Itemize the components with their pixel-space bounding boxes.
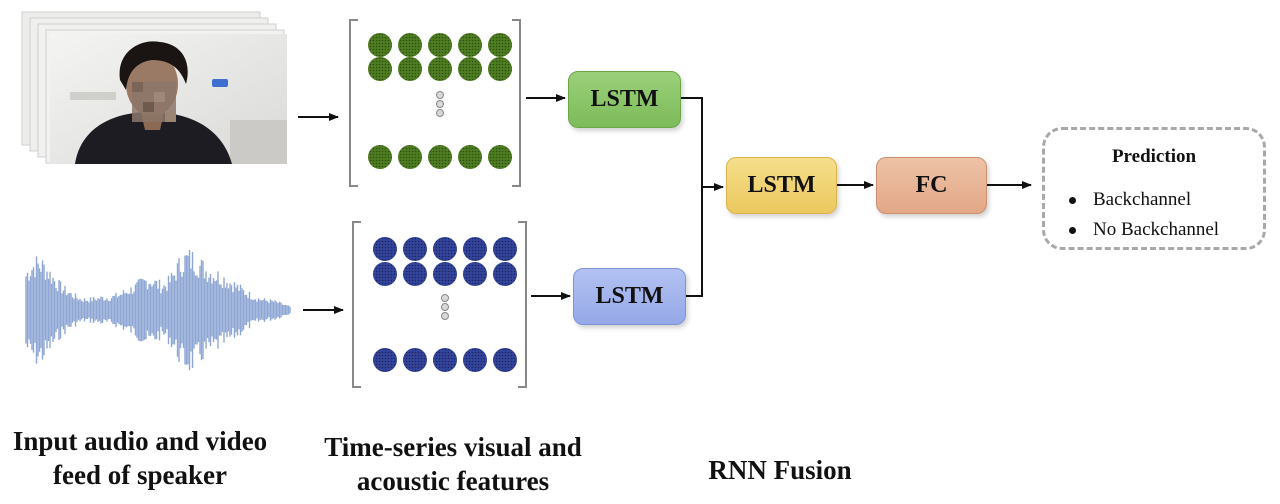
- acoustic-feature-matrix: [352, 221, 527, 388]
- feature-node: [403, 237, 427, 261]
- prediction-box: Prediction Backchannel No Backchannel: [1042, 127, 1266, 250]
- feature-node: [458, 33, 482, 57]
- feature-node: [403, 262, 427, 286]
- caption-fusion: RNN Fusion: [708, 455, 852, 485]
- feature-node: [488, 145, 512, 169]
- caption-input: Input audio and video feed of speaker: [0, 424, 280, 492]
- prediction-list: Backchannel No Backchannel: [1069, 185, 1219, 245]
- matrix-bracket-right: [518, 221, 527, 388]
- feature-node: [428, 57, 452, 81]
- ellipsis-dot: [441, 294, 449, 302]
- feature-node: [463, 348, 487, 372]
- prediction-title: Prediction: [1111, 146, 1197, 167]
- ellipsis-dot: [441, 312, 449, 320]
- feature-node: [368, 57, 392, 81]
- feature-node: [428, 33, 452, 57]
- ellipsis-dot: [436, 100, 444, 108]
- feature-node: [403, 348, 427, 372]
- feature-node: [433, 237, 457, 261]
- caption-features-line1: Time-series visual and: [324, 432, 582, 462]
- connector-acoustic-lstm: [685, 187, 703, 297]
- lstm-visual-label: LSTM: [590, 86, 659, 112]
- fc-label: FC: [915, 172, 948, 198]
- feature-node: [433, 262, 457, 286]
- caption-input-line1: Input audio and video: [12, 426, 268, 456]
- feature-node: [398, 57, 422, 81]
- feature-node: [373, 262, 397, 286]
- lstm-visual-box: LSTM: [568, 71, 681, 128]
- bullet-icon: [1069, 227, 1076, 234]
- feature-node: [458, 145, 482, 169]
- prediction-item: No Backchannel: [1069, 215, 1219, 245]
- ellipsis-dot: [436, 109, 444, 117]
- matrix-bracket-left: [352, 221, 361, 388]
- fc-box: FC: [876, 157, 987, 214]
- feature-node: [493, 262, 517, 286]
- prediction-item-label: Backchannel: [1093, 189, 1192, 210]
- caption-features: Time-series visual and acoustic features: [306, 430, 600, 498]
- feature-node: [488, 33, 512, 57]
- feature-node: [368, 145, 392, 169]
- speaker-video-frame: [50, 34, 287, 164]
- feature-node: [463, 262, 487, 286]
- matrix-bracket-right: [512, 19, 521, 187]
- matrix-bracket-left: [349, 19, 358, 187]
- bullet-icon: [1069, 197, 1076, 204]
- feature-node: [433, 348, 457, 372]
- feature-node: [373, 237, 397, 261]
- feature-node: [428, 145, 452, 169]
- lstm-fusion-box: LSTM: [726, 157, 837, 214]
- connector-visual-lstm: [680, 97, 703, 187]
- feature-node: [463, 237, 487, 261]
- ellipsis-dot: [436, 91, 444, 99]
- feature-node: [488, 57, 512, 81]
- prediction-item: Backchannel: [1069, 185, 1219, 215]
- lstm-acoustic-label: LSTM: [595, 283, 664, 309]
- caption-input-line2: feed of speaker: [53, 460, 227, 490]
- ellipsis-dot: [441, 303, 449, 311]
- feature-node: [368, 33, 392, 57]
- audio-waveform: [25, 249, 291, 371]
- prediction-item-label: No Backchannel: [1093, 219, 1220, 240]
- feature-node: [493, 348, 517, 372]
- caption-features-line2: acoustic features: [356, 466, 550, 496]
- lstm-acoustic-box: LSTM: [573, 268, 686, 325]
- feature-node: [458, 57, 482, 81]
- feature-node: [398, 145, 422, 169]
- feature-node: [373, 348, 397, 372]
- visual-feature-matrix: [349, 19, 521, 187]
- lstm-fusion-label: LSTM: [747, 172, 816, 198]
- feature-node: [493, 237, 517, 261]
- feature-node: [398, 33, 422, 57]
